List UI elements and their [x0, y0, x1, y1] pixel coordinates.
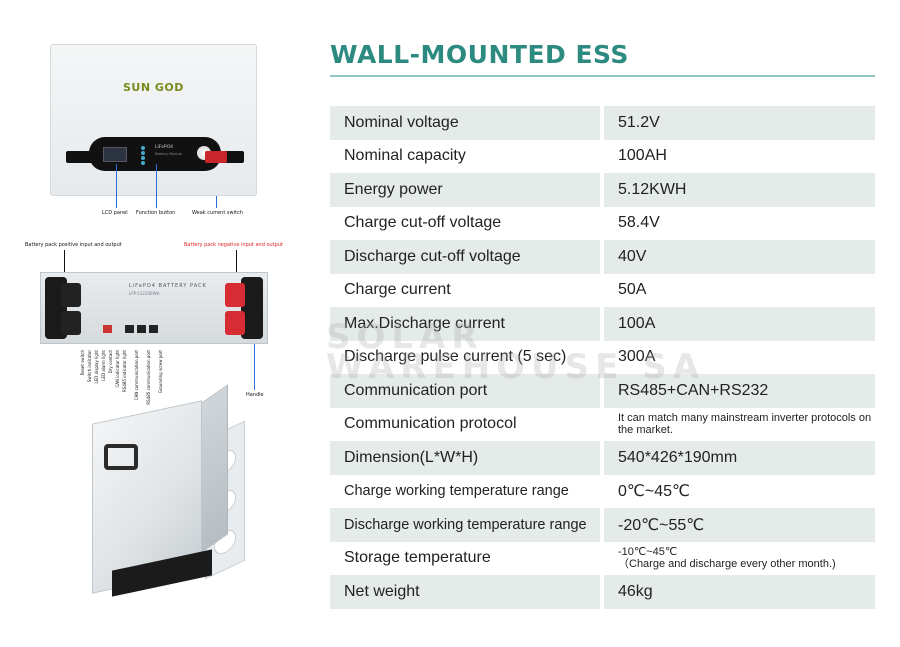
spec-label: Discharge working temperature range	[330, 508, 600, 542]
negative-callout: Battery pack negative input and output	[184, 242, 283, 248]
port-label: CAN communication port	[134, 350, 139, 401]
port-label: LED alarm light	[101, 350, 106, 381]
battery-front-view: SUN GOD LiFePO4 Battery Module	[50, 44, 257, 196]
port-label: Grounding screw port	[158, 350, 163, 394]
port-label: Reset switch	[80, 350, 85, 376]
spec-row: Nominal voltage 51.2V	[330, 106, 875, 140]
port-rs485	[149, 325, 158, 333]
brand-logo: SUN GOD	[123, 81, 184, 94]
positive-terminal	[61, 283, 81, 307]
port-reset	[103, 325, 112, 333]
spec-label: Communication protocol	[344, 415, 517, 433]
spec-label: Nominal voltage	[330, 106, 600, 140]
spec-label: Energy power	[330, 173, 600, 207]
spec-row: Nominal capacity 100AH	[330, 140, 875, 174]
port-label: RS485 communication port	[146, 350, 151, 405]
spec-value: 51.2V	[604, 106, 875, 140]
port-label: RS485 indicator light	[122, 350, 127, 392]
spec-row: Discharge cut-off voltage 40V	[330, 240, 875, 274]
port-label: LED display light	[94, 350, 99, 384]
spec-value: 50A	[618, 281, 647, 299]
spec-note: （Charge and discharge every other month.…	[618, 558, 836, 571]
spec-label: Charge cut-off voltage	[344, 214, 502, 232]
spec-label: Max.Discharge current	[330, 307, 600, 341]
spec-value: -10℃~45℃	[618, 546, 678, 559]
negative-terminal-2	[225, 311, 245, 335]
battery-rack-view: LiFePO4 BATTERY PACK LFP-512100WH	[40, 272, 268, 344]
spec-row: Max.Discharge current 100A	[330, 307, 875, 341]
spec-value: RS485+CAN+RS232	[604, 374, 875, 408]
spec-row: Net weight 46kg	[330, 575, 875, 609]
rack-handle-right	[241, 277, 263, 339]
spec-row: Energy power 5.12KWH	[330, 173, 875, 207]
spec-value-group: -10℃~45℃ （Charge and discharge every oth…	[604, 542, 875, 576]
spec-label: Net weight	[330, 575, 600, 609]
switch-callout: Weak current switch	[192, 210, 243, 216]
rack-title: LiFePO4 BATTERY PACK	[129, 283, 207, 289]
positive-callout: Battery pack positive input and output	[25, 242, 122, 248]
spec-label: Communication port	[330, 374, 600, 408]
rack-subtitle: LFP-512100WH	[129, 291, 160, 296]
panel-sublabel: Battery Module	[155, 152, 182, 156]
lcd-callout: LCD panel	[102, 210, 128, 216]
spec-value: It can match many mainstream inverter pr…	[618, 412, 872, 437]
spec-value: 0℃~45℃	[618, 483, 690, 501]
spec-label: Dimension(L*W*H)	[330, 441, 600, 475]
port-can	[137, 325, 146, 333]
spec-row: Communication port RS485+CAN+RS232	[330, 374, 875, 408]
spec-row: Dimension(L*W*H) 540*426*190mm	[330, 441, 875, 475]
spec-table: Nominal voltage 51.2V Nominal capacity 1…	[330, 106, 875, 609]
spec-row: Storage temperature -10℃~45℃ （Charge and…	[330, 542, 875, 576]
spec-value: 5.12KWH	[604, 173, 875, 207]
spec-row: Communication protocol It can match many…	[330, 408, 875, 442]
handle-callout: Handle	[246, 392, 264, 398]
control-panel: LiFePO4 Battery Module	[89, 137, 221, 171]
battery-side-panel	[200, 384, 228, 554]
page-title: WALL-MOUNTED ESS	[330, 40, 629, 69]
spec-label: Discharge cut-off voltage	[330, 240, 600, 274]
spec-value: -20℃~55℃	[604, 508, 875, 542]
positive-terminal-2	[61, 311, 81, 335]
spec-value: 100A	[604, 307, 875, 341]
spec-value: 58.4V	[618, 214, 660, 232]
spec-label: Nominal capacity	[344, 147, 466, 165]
port-label: Switch indicator	[87, 350, 92, 383]
function-button-callout: Function button	[136, 210, 176, 216]
status-leds	[141, 146, 147, 165]
spec-value: 300A	[618, 348, 656, 366]
terminal-left	[66, 151, 100, 163]
spec-row: Charge current 50A	[330, 274, 875, 308]
spec-row: Charge cut-off voltage 58.4V	[330, 207, 875, 241]
spec-row: Discharge pulse current (5 sec) 300A	[330, 341, 875, 375]
carry-handle	[104, 444, 138, 470]
terminal-red	[205, 151, 227, 163]
spec-value: 540*426*190mm	[604, 441, 875, 475]
spec-label: Charge working temperature range	[344, 483, 569, 500]
spec-row: Discharge working temperature range -20℃…	[330, 508, 875, 542]
port-label: CAN indicator light	[115, 350, 120, 388]
title-underline	[330, 75, 875, 77]
spec-value: 100AH	[618, 147, 667, 165]
port-dry-contact	[125, 325, 134, 333]
spec-label: Discharge pulse current (5 sec)	[344, 348, 567, 366]
lcd-panel	[103, 147, 127, 162]
spec-label: Charge current	[344, 281, 451, 299]
spec-row: Charge working temperature range 0℃~45℃	[330, 475, 875, 509]
port-label: Dry contact	[108, 350, 113, 374]
product-illustrations: SUN GOD LiFePO4 Battery Module LCD panel…	[0, 0, 320, 647]
panel-label: LiFePO4	[155, 145, 173, 150]
negative-terminal	[225, 283, 245, 307]
spec-value: 46kg	[604, 575, 875, 609]
spec-value: 40V	[604, 240, 875, 274]
spec-label: Storage temperature	[344, 549, 491, 567]
